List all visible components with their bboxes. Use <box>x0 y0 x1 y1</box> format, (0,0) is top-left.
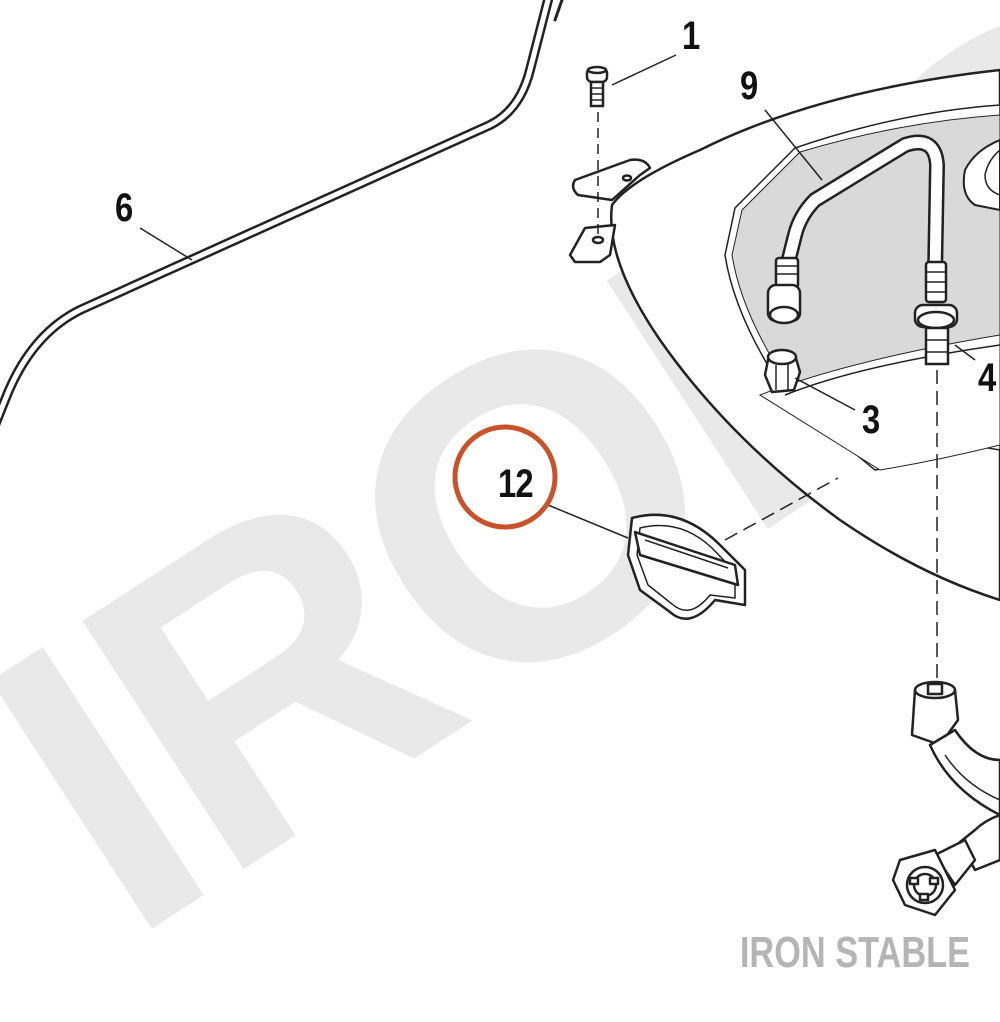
mounting-bracket <box>568 158 652 264</box>
leader-line-9 <box>764 109 823 181</box>
highlight-circle <box>452 424 558 530</box>
emblem-part-12 <box>626 513 747 620</box>
leader-line-1 <box>611 54 677 86</box>
cable-part-6 <box>0 0 564 426</box>
diagram-drawing <box>0 0 1000 917</box>
screw-part-1 <box>585 65 609 108</box>
leader-line-4 <box>954 344 976 361</box>
leader-line-12 <box>547 504 629 539</box>
brand-watermark: IRON STABLE <box>739 928 970 977</box>
leader-line-3 <box>794 377 856 411</box>
callout-9: 9 <box>740 64 758 108</box>
hose-assembly <box>891 680 1000 917</box>
callout-12: 12 <box>498 462 534 506</box>
fitting-part-3 <box>763 348 802 394</box>
fuel-line-part-9 <box>777 134 946 283</box>
callout-4: 4 <box>978 356 996 400</box>
fitting-right <box>913 260 959 366</box>
callout-6: 6 <box>115 186 133 230</box>
leader-line-6 <box>139 227 193 261</box>
emblem-axis-line <box>724 477 839 541</box>
callout-3: 3 <box>862 398 880 442</box>
callout-1: 1 <box>682 14 700 58</box>
fitting-left <box>766 256 802 325</box>
